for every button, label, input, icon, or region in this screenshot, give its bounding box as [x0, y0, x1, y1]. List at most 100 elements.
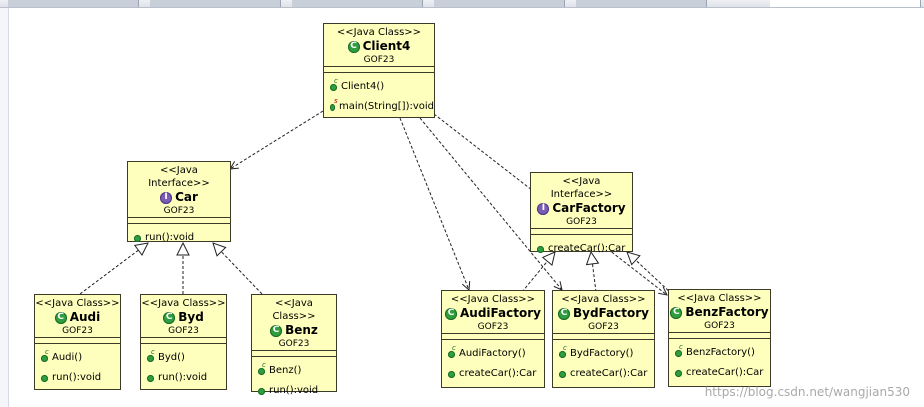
class-name: Audi — [69, 310, 101, 324]
static-method-icon: s — [330, 97, 338, 111]
stereotype-label: <<Java Class>> — [336, 27, 422, 38]
public-method-icon — [41, 374, 48, 382]
class-icon: C — [558, 307, 570, 320]
public-method-icon — [675, 369, 682, 377]
class-name: Byd — [178, 310, 204, 324]
operation-row[interactable]: run():void — [134, 228, 230, 248]
constructor-icon: c — [147, 348, 155, 362]
class-icon: C — [54, 311, 67, 324]
public-method-icon — [559, 370, 566, 378]
constructor-icon: c — [41, 348, 49, 362]
constructor-icon: c — [448, 344, 456, 358]
editor-tab-active[interactable] — [770, 0, 921, 7]
operation-row[interactable]: createCar():Car — [537, 239, 632, 259]
attributes-compartment — [35, 337, 120, 343]
operation-row[interactable]: run():void — [147, 368, 226, 388]
class-icon: C — [670, 306, 683, 319]
public-method-icon — [258, 387, 265, 395]
editor-left-margin — [0, 8, 9, 407]
package-label: GOF23 — [363, 55, 395, 65]
operations-compartment: run():void — [128, 223, 230, 248]
operation-row[interactable]: createCar():Car — [448, 364, 544, 384]
class-name: BydFactory — [573, 306, 649, 320]
interface-name: CarFactory — [552, 201, 626, 215]
attributes-compartment — [669, 332, 770, 338]
stereotype-label: <<Java Class>> — [141, 298, 226, 309]
editor-tab[interactable] — [8, 0, 139, 7]
attributes-compartment — [442, 333, 544, 339]
class-name: BenzFactory — [685, 305, 769, 319]
editor-tab[interactable] — [150, 0, 281, 7]
package-label: GOF23 — [588, 322, 619, 332]
stereotype-label: <<Java Class>> — [561, 294, 646, 305]
public-method-icon: c — [330, 77, 338, 91]
class-icon: C — [347, 40, 360, 53]
public-method-icon — [147, 374, 154, 382]
interface-icon: I — [537, 202, 550, 215]
class-icon: C — [445, 307, 458, 320]
dependency-client-audifactory — [399, 117, 469, 290]
operation-row[interactable]: createCar():Car — [559, 364, 654, 384]
realization-audi-car — [79, 243, 148, 295]
realization-bydfactory-carfactory — [591, 252, 596, 293]
operations-compartment: createCar():Car — [531, 234, 632, 259]
editor-tab[interactable] — [576, 0, 707, 7]
attributes-compartment — [531, 228, 632, 234]
class-name: Benz — [285, 323, 318, 337]
dependency-client-car — [230, 110, 324, 169]
attributes-compartment — [252, 350, 336, 356]
editor-tab[interactable] — [292, 0, 423, 7]
class-icon: C — [163, 311, 176, 324]
attributes-compartment — [141, 337, 226, 343]
stereotype-label: <<Java Class>> — [35, 298, 120, 309]
interface-name: Car — [175, 190, 198, 204]
stereotype-label: <<Java Class>> — [272, 298, 316, 322]
public-method-icon — [134, 234, 141, 242]
editor-tab-strip — [0, 0, 924, 8]
realization-benz-car — [213, 243, 263, 295]
package-label: GOF23 — [62, 326, 93, 336]
constructor-icon: c — [258, 361, 266, 375]
class-icon: C — [270, 324, 283, 337]
package-label: GOF23 — [278, 339, 310, 349]
editor-tab[interactable] — [434, 0, 565, 7]
attributes-compartment — [553, 333, 654, 339]
attributes-compartment — [128, 217, 230, 223]
interface-icon: I — [160, 191, 173, 204]
stereotype-label: <<Java Interface>> — [550, 176, 613, 200]
operation-row[interactable]: run():void — [258, 381, 336, 401]
attributes-compartment — [324, 66, 434, 72]
stereotype-label: <<Java Class>> — [677, 293, 762, 304]
operation-row[interactable]: run():void — [41, 368, 120, 388]
package-label: GOF23 — [168, 326, 199, 336]
package-label: GOF23 — [704, 321, 735, 331]
package-label: GOF23 — [566, 217, 597, 227]
operation-row[interactable]: createCar():Car — [675, 363, 770, 383]
public-method-icon — [448, 370, 455, 378]
public-method-icon — [537, 245, 544, 253]
stereotype-label: <<Java Class>> — [450, 294, 536, 305]
